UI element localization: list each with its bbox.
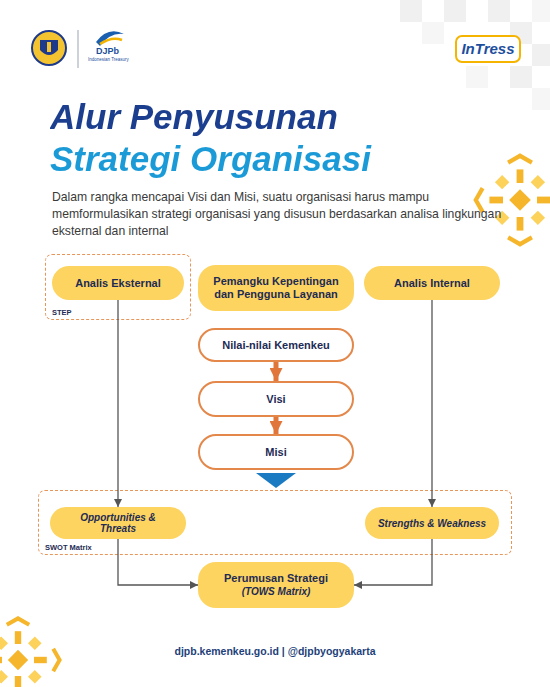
node-label: SWOT Matrix bbox=[45, 543, 92, 552]
checker-pattern bbox=[400, 0, 550, 110]
node-label: Perumusan Strategi bbox=[224, 572, 328, 585]
logo-divider bbox=[78, 30, 79, 68]
node-label: Analis Internal bbox=[394, 277, 470, 290]
process-box: Misi bbox=[198, 434, 354, 470]
emblem-mark bbox=[47, 42, 51, 52]
process-box: Perumusan Strategi(TOWS Matrix) bbox=[198, 562, 354, 608]
connector bbox=[274, 362, 279, 381]
kemenkeu-emblem bbox=[32, 31, 66, 65]
process-box: Opportunities & Threats bbox=[50, 507, 186, 539]
node-label: Strengths & Weakness bbox=[378, 518, 486, 529]
checker-square bbox=[488, 0, 510, 22]
intress-frame bbox=[456, 36, 520, 62]
ornament bbox=[0, 618, 60, 687]
text-label: Indonesian Treasury bbox=[88, 57, 148, 62]
checker-square bbox=[444, 0, 466, 22]
text-label: InTress bbox=[456, 40, 520, 57]
flow-triangle bbox=[256, 473, 296, 488]
node-label: Opportunities & Threats bbox=[62, 512, 174, 534]
process-box: Visi bbox=[198, 381, 354, 417]
process-box: Pemangku Kepentingan dan Pengguna Layana… bbox=[198, 265, 354, 311]
emblem-shield bbox=[40, 40, 58, 55]
connector bbox=[354, 539, 432, 585]
process-box: Nilai-nilai Kemenkeu bbox=[198, 328, 354, 362]
checker-square bbox=[532, 0, 550, 22]
node-label: Analis Eksternal bbox=[75, 277, 161, 290]
process-box: Analis Internal bbox=[364, 266, 500, 300]
group-frame: STEP Analis Eksternal bbox=[45, 254, 191, 320]
connector bbox=[431, 300, 432, 507]
node-label: Pemangku Kepentingan dan Pengguna Layana… bbox=[210, 275, 342, 301]
node-label: Nilai-nilai Kemenkeu bbox=[222, 339, 330, 352]
checker-square bbox=[532, 44, 550, 66]
checker-square bbox=[400, 0, 422, 22]
node-label: (TOWS Matrix) bbox=[242, 585, 311, 598]
logo-arc bbox=[100, 39, 122, 44]
process-box: Analis Eksternal bbox=[52, 266, 184, 300]
process-box: Strengths & Weakness bbox=[365, 507, 499, 539]
emblem-ring bbox=[32, 31, 66, 65]
group-frame: SWOT Matrix Opportunities & Threats Streng… bbox=[38, 490, 512, 555]
title-text: Alur Penyusunan Strategi Organisasi bbox=[50, 96, 450, 180]
logo-swoosh bbox=[96, 31, 124, 46]
text-label: DJPb bbox=[96, 46, 136, 56]
djpb-logo bbox=[96, 31, 124, 46]
checker-square bbox=[532, 88, 550, 110]
ornament bbox=[476, 156, 550, 244]
text-label: djpb.kemenkeu.go.id | @djpbyogyakarta bbox=[0, 645, 550, 657]
checker-square bbox=[510, 66, 532, 88]
node-label: STEP bbox=[52, 308, 72, 317]
node-label: Visi bbox=[266, 393, 285, 406]
connector bbox=[117, 300, 118, 507]
checker-square bbox=[466, 66, 488, 88]
node-label: Misi bbox=[265, 446, 286, 459]
connector bbox=[118, 539, 198, 585]
connector bbox=[274, 417, 279, 434]
checker-square bbox=[422, 22, 444, 44]
caption-text: Dalam rangka mencapai Visi dan Misi, sua… bbox=[52, 189, 510, 240]
